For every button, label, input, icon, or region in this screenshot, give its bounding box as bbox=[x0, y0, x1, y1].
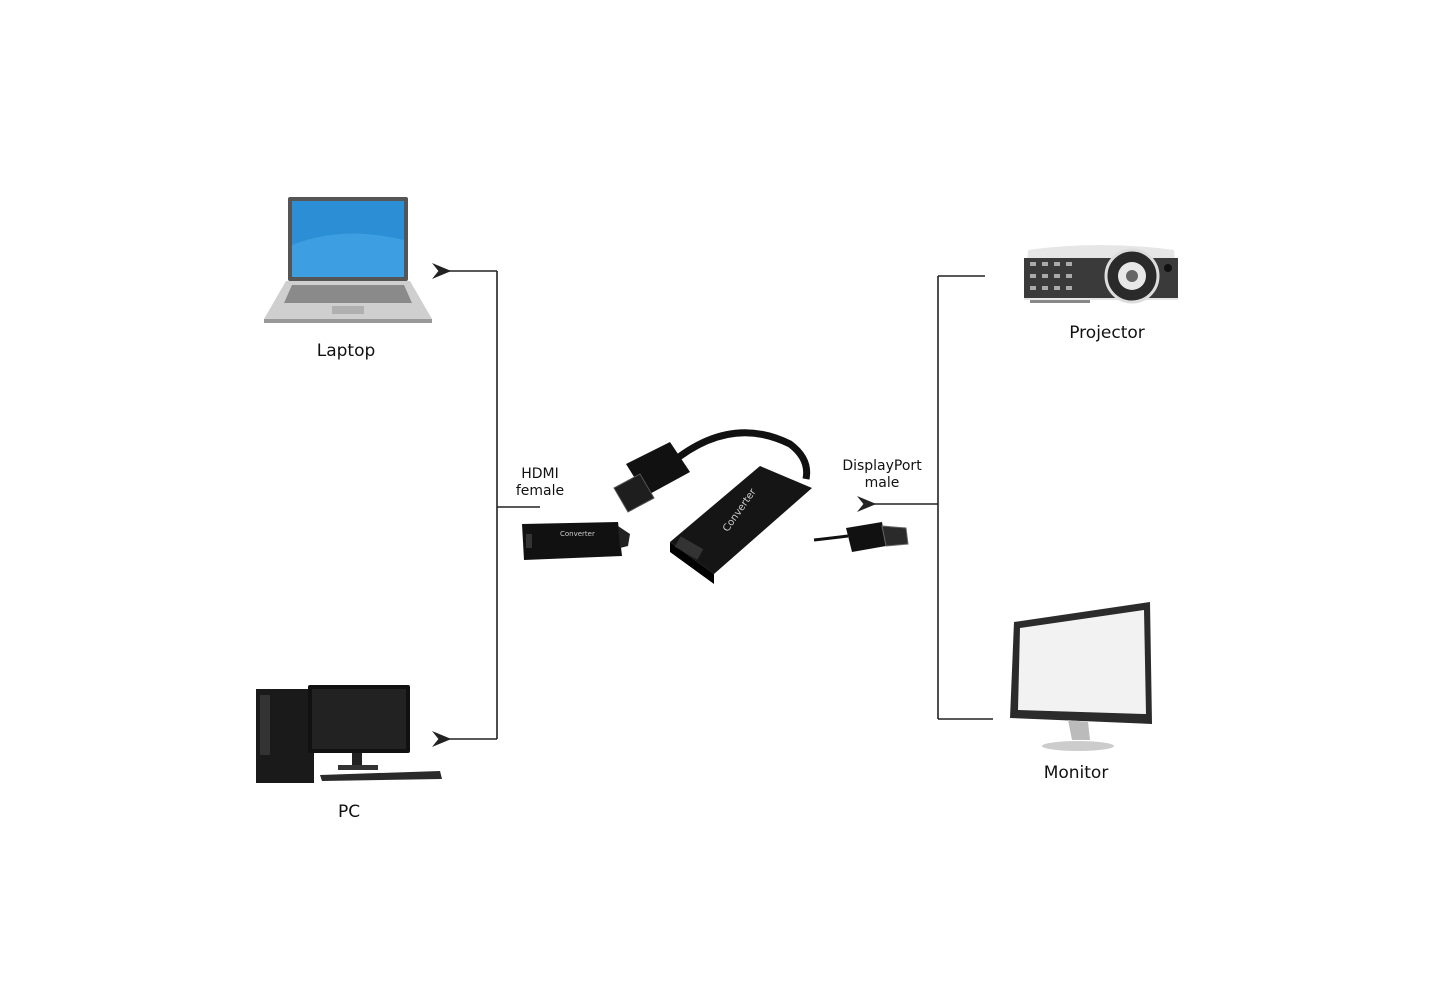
hdmi-label-line2: female bbox=[515, 483, 565, 499]
laptop-icon bbox=[264, 197, 432, 323]
hdmi-female-label: HDMI female bbox=[516, 466, 564, 500]
dp-label-line2: male bbox=[864, 475, 900, 491]
displayport-male-plug-icon bbox=[813, 522, 909, 552]
hdmi-female-end-icon bbox=[522, 522, 630, 560]
projector-icon bbox=[1024, 245, 1178, 304]
converter-adapter-icon bbox=[613, 429, 812, 584]
dp-label-line1: DisplayPort bbox=[842, 458, 922, 474]
projector-label: Projector bbox=[1069, 323, 1145, 343]
displayport-male-label: DisplayPort male bbox=[842, 458, 921, 492]
hdmi-label-line1: HDMI bbox=[521, 466, 559, 482]
hdmi-end-print: Converter bbox=[560, 530, 595, 538]
pc-icon bbox=[256, 685, 442, 783]
monitor-icon bbox=[1010, 602, 1152, 751]
monitor-label: Monitor bbox=[1043, 763, 1109, 783]
laptop-label: Laptop bbox=[316, 341, 376, 361]
pc-label: PC bbox=[337, 802, 361, 822]
